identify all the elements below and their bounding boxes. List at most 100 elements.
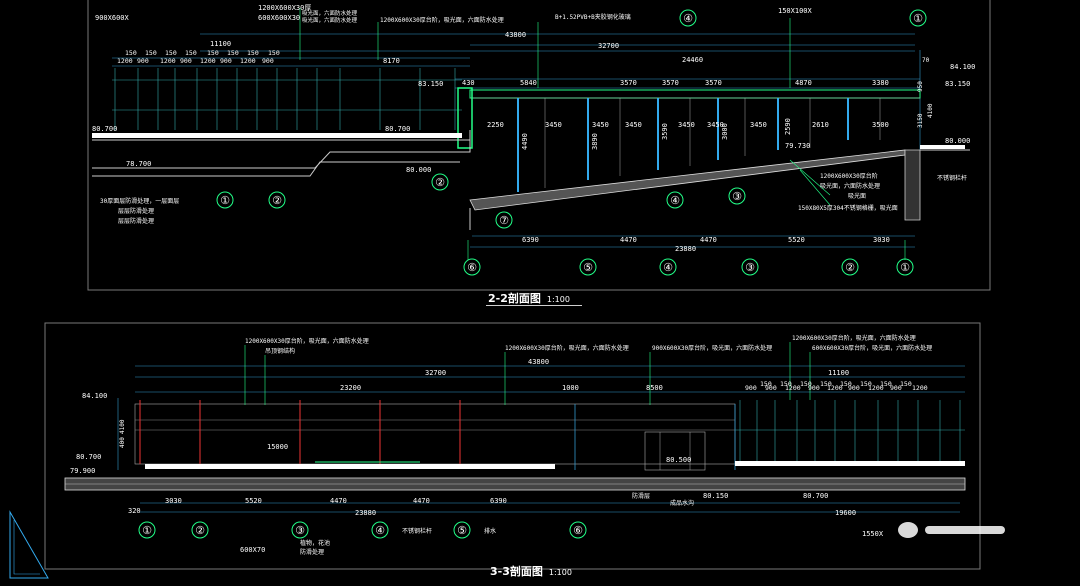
elev-84100-b: 84.100 [82, 392, 107, 400]
dim-right-4100: 4100 [927, 103, 934, 118]
section-3-3-annotation-1: 1200X600X30厚台阶，吸光面，六面防水处理 [245, 337, 369, 345]
detail-tag-a-4-circle [495, 211, 513, 229]
dim-row-a-7: 900 [262, 57, 274, 65]
section-2-2-leaders [299, 8, 831, 206]
elev-79900: 79.900 [70, 467, 95, 475]
dim-24460: 24460 [682, 56, 703, 64]
dim-bay-a-8: 3500 [872, 121, 889, 129]
elev-80000-b: 80.000 [945, 137, 970, 145]
note-bottom-gutter: 成品水沟 [670, 499, 694, 507]
elev-80500: 80.500 [666, 456, 691, 464]
section-2-2-canopy [457, 87, 921, 192]
dim-bottom-a-3: 5520 [788, 236, 805, 244]
note-right-railing: 不锈钢栏杆 [937, 174, 967, 182]
dim-bay-a-5: 3450 [707, 121, 724, 129]
axis-a-1: ⑥ [467, 261, 477, 274]
axis-b-3: ③ [295, 524, 305, 537]
dim-bottom-a-2: 4470 [700, 236, 717, 244]
axis-a-5-circle [841, 258, 859, 276]
axis-b-4: ④ [375, 524, 385, 537]
dim-row-a-3: 900 [180, 57, 192, 65]
dim-bottom-a-4: 3030 [873, 236, 890, 244]
section-2-2-grid [112, 68, 462, 130]
section-3-3-frame [44, 322, 981, 570]
detail-tag-a-1-circle [216, 191, 234, 209]
dim-bay-a-3: 3450 [625, 121, 642, 129]
detail-tag-a-6: ③ [732, 190, 742, 203]
note-right-2: 吸光面，六面防水处理 [820, 182, 880, 190]
section-3-3-right-grid [735, 400, 965, 462]
note-mid-antislip: 防滑处理 [300, 548, 324, 556]
ucs-icon [9, 510, 49, 579]
section-3-3-annotation-2: 吊顶钢结构 [265, 347, 295, 355]
dim-mid-a-5: 4870 [795, 79, 812, 87]
axis-b-1-circle [138, 521, 156, 539]
dim-150-b-2: 150 [800, 380, 812, 388]
dim-11100-b: 11100 [828, 369, 849, 377]
dim-vert-a-0: 4490 [521, 133, 529, 150]
note-left-3: 层层防滑处理 [118, 217, 154, 225]
axis-a-5: ② [845, 261, 855, 274]
dim-mid-a-4: 3570 [705, 79, 722, 87]
dim-23880-a: 23880 [675, 245, 696, 253]
axis-b-5: ⑤ [457, 524, 467, 537]
dim-8500: 8500 [646, 384, 663, 392]
axis-b-2: ② [195, 524, 205, 537]
axis-b-2-circle [191, 521, 209, 539]
axis-b-1: ① [142, 524, 152, 537]
section-3-3-dim-lines [117, 365, 965, 513]
dim-row-a-4: 1200 [200, 57, 216, 65]
note-right-4: 150X80X5厚304不锈钢格栅，吸光面 [798, 204, 898, 212]
note-left-2: 层层防滑处理 [118, 207, 154, 215]
note-left-1: 30厚面层防滑处理，一层面层 [100, 197, 179, 205]
axis-a-top-3: ④ [683, 12, 693, 25]
detail-tag-a-5: ④ [670, 194, 680, 207]
dim-23880-b: 23880 [355, 509, 376, 517]
dim-1000: 1000 [562, 384, 579, 392]
axis-b-3-circle [291, 521, 309, 539]
dim-15000: 15000 [267, 443, 288, 451]
section-3-3-annotation-6: 600X600X30厚台阶，吸光面，六面防水处理 [812, 344, 932, 352]
elev-80000-a: 80.000 [406, 166, 431, 174]
watermark [898, 522, 1005, 538]
elev-83150-a: 83.150 [945, 80, 970, 88]
detail-tag-a-1: ① [220, 194, 230, 207]
dim-row-a-0: 1200 [117, 57, 133, 65]
dim-150-b-0: 150 [760, 380, 772, 388]
dim-row-a-2: 1200 [160, 57, 176, 65]
detail-tag-a-4: ⑦ [499, 214, 509, 227]
dim-bay-a-6: 3450 [750, 121, 767, 129]
note-bottom-600x70: 600X70 [240, 546, 265, 554]
dim-bottom-a-1: 4470 [620, 236, 637, 244]
section-2-2-annotation-600x600: 600X600X30 [258, 14, 300, 22]
dim-bottom-b-4: 6390 [490, 497, 507, 505]
section-2-2-annotation-glass: B+1.52PVB+B夹胶钢化玻璃 [555, 13, 631, 21]
detail-tag-a-2-circle [268, 191, 286, 209]
dim-150-b-3: 150 [820, 380, 832, 388]
dim-150-a-2: 150 [165, 49, 177, 57]
note-right-1: 1200X600X30厚台阶 [820, 172, 878, 180]
dim-mid-a-6: 3380 [872, 79, 889, 87]
axis-a-top-1-circle [909, 9, 927, 27]
elev-79730: 79.730 [785, 142, 810, 150]
dim-mid-a-1: 5840 [520, 79, 537, 87]
dim-19600: 19600 [835, 509, 856, 517]
dim-32700: 32700 [598, 42, 619, 50]
dim-150-b-1: 150 [780, 380, 792, 388]
section-2-2-dim-lines [112, 33, 921, 248]
dim-23200: 23200 [340, 384, 361, 392]
detail-tag-a-3: ② [435, 176, 445, 189]
elev-78700: 78.700 [126, 160, 151, 168]
section-2-2-annotation-150x100: 150X100X [778, 7, 813, 15]
dim-vert-a-2: 3590 [661, 123, 669, 140]
section-2-2-ground [92, 130, 970, 230]
elev-84100-a: 84.100 [950, 63, 975, 71]
detail-tag-a-3-circle [431, 173, 449, 191]
section-2-2-annotation-900x600: 900X600X [95, 14, 130, 22]
dim-row-a-6: 1200 [240, 57, 256, 65]
